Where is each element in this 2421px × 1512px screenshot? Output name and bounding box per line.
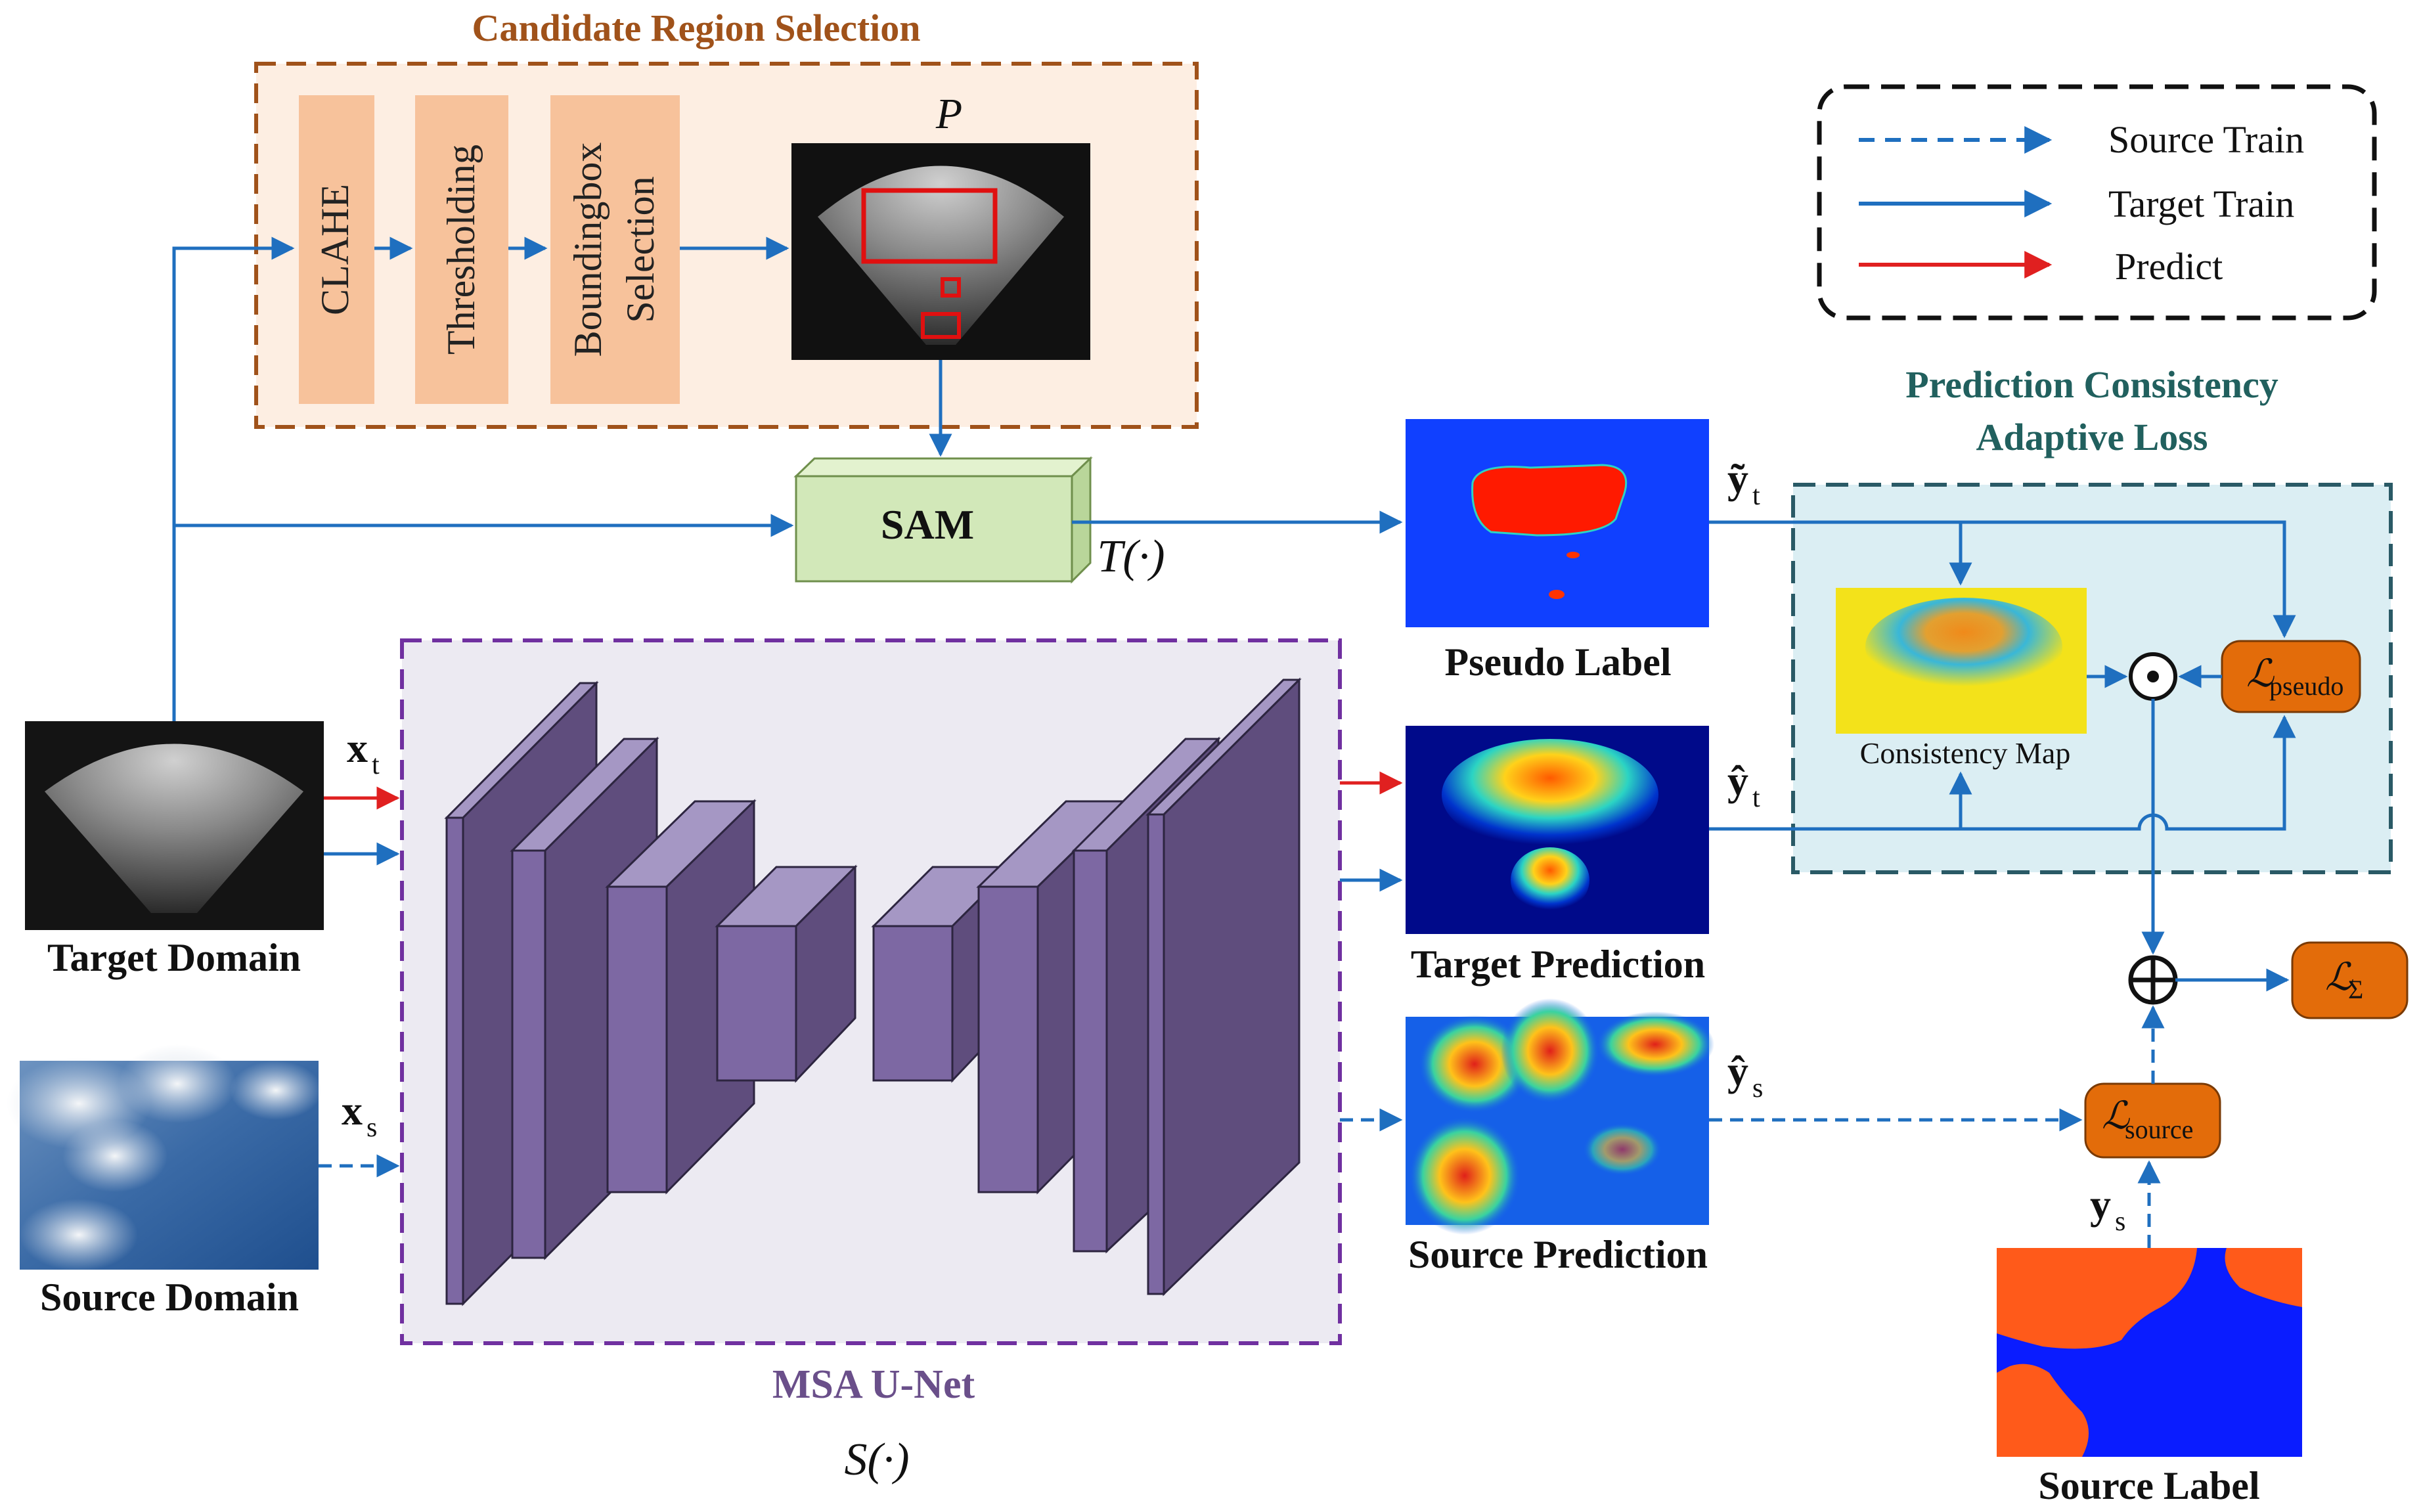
loss-total: ℒ Σ: [2291, 941, 2409, 1019]
loss-pseudo-symbol: ℒ: [2246, 652, 2275, 695]
source-heat-blob: [1501, 998, 1599, 1103]
sum-operator: [2128, 955, 2178, 1005]
yt-hat-var: ŷ: [1727, 757, 1748, 804]
sam-front-face: [795, 475, 1073, 583]
boundingbox-selection-block: [550, 95, 680, 404]
arrow-pseudo-to-lpseudo: [1709, 520, 2296, 638]
pseudo-label: Pseudo Label ỹ t: [1406, 419, 1760, 684]
sam-side-face: [1071, 456, 1092, 584]
sam-block: SAM T(·): [793, 456, 1165, 584]
ys-hat-var: ŷ: [1727, 1048, 1748, 1094]
sam-function-label: T(·): [1097, 531, 1165, 582]
consistency-title-line2: Adaptive Loss: [1976, 416, 2208, 458]
source-domain-label: Source Domain: [40, 1276, 299, 1319]
decoder-block-4: [1145, 677, 1302, 1297]
yt-tilde-var: ỹ: [1727, 455, 1748, 502]
encoder-block-4: [715, 864, 858, 1083]
loss-pseudo-sub: pseudo: [2269, 671, 2343, 701]
source-heat-blob: [1583, 1123, 1662, 1176]
selection-label: Selection: [619, 176, 662, 322]
ultrasound-fan: [818, 166, 1064, 345]
boundingbox-label: Boundingbox: [566, 143, 610, 357]
candidate-region-title: Candidate Region Selection: [472, 7, 920, 49]
pseudo-speck: [1566, 552, 1580, 558]
candidate-region-selection: Candidate Region Selection CLAHE Thresho…: [254, 7, 1199, 429]
source-label-region: [2225, 1248, 2302, 1307]
hadamard-dot: [2147, 671, 2159, 682]
xt-var: x: [347, 724, 368, 771]
thresholding-label: Thresholding: [439, 145, 483, 355]
source-heat-blob: [1409, 1117, 1521, 1235]
xt-sub: t: [372, 750, 380, 780]
loss-total-box: [2291, 941, 2409, 1019]
connectors: [172, 236, 2296, 1248]
target-ultrasound-fan: [45, 744, 303, 913]
candidate-image-p: [791, 143, 1090, 360]
pseudo-speck: [1549, 590, 1565, 599]
sam-top-face: [793, 457, 1093, 478]
legend-target-train: Target Train: [2108, 183, 2294, 225]
target-heat-region: [1442, 739, 1658, 851]
cloud: [118, 1044, 236, 1123]
source-heat-blob: [1596, 1012, 1714, 1077]
source-label: Source Label y s: [1997, 1181, 2302, 1507]
ys-hat-sub: s: [1752, 1073, 1763, 1103]
msa-unet: MSA U-Net S(·): [400, 638, 1342, 1485]
loss-total-sub: Σ: [2348, 975, 2363, 1004]
source-label-region: [1997, 1248, 2197, 1349]
yt-tilde-sub: t: [1752, 481, 1760, 511]
target-prediction: Target Prediction ŷ t: [1406, 726, 1760, 986]
cloud: [62, 1120, 167, 1192]
target-domain-label: Target Domain: [47, 936, 301, 979]
pseudo-label-text: Pseudo Label: [1444, 640, 1671, 684]
consistency-map-region: [1865, 598, 2062, 696]
source-prediction-label: Source Prediction: [1408, 1233, 1708, 1276]
loss-source-sub: source: [2125, 1115, 2193, 1144]
loss-source-symbol: ℒ: [2102, 1094, 2130, 1137]
target-domain: Target Domain x t: [25, 721, 380, 979]
image-p-label: P: [935, 90, 962, 138]
consistency-map-label: Consistency Map: [1860, 736, 2071, 770]
pseudo-region: [1471, 464, 1628, 537]
xs-sub: s: [366, 1113, 377, 1143]
bbox-small: [941, 277, 961, 298]
bbox-bottom: [921, 312, 961, 339]
cloud: [230, 1061, 322, 1120]
consistency-title-line1: Prediction Consistency: [1905, 363, 2278, 406]
source-label-text: Source Label: [2038, 1464, 2259, 1507]
xs-var: x: [342, 1087, 363, 1134]
ys-sub: s: [2115, 1207, 2125, 1237]
cloud: [20, 1199, 138, 1271]
legend-predict: Predict: [2115, 245, 2223, 288]
legend-box: [1817, 84, 2377, 321]
target-heat-tail: [1511, 847, 1589, 913]
loss-total-symbol: ℒ: [2325, 956, 2353, 998]
arrow-target-to-clahe: [172, 236, 295, 721]
source-label-region: [1997, 1364, 2089, 1457]
source-domain: Source Domain x s: [7, 1044, 377, 1319]
legend: Source Train Target Train Predict: [1817, 84, 2377, 321]
sam-label: SAM: [881, 501, 974, 548]
clahe-block: [299, 95, 374, 404]
thresholding-block: [415, 95, 508, 404]
yt-hat-sub: t: [1752, 783, 1760, 813]
encoder-block-3: [605, 799, 757, 1195]
clahe-label: CLAHE: [313, 184, 357, 315]
unet-title: MSA U-Net: [772, 1362, 975, 1407]
prediction-consistency-loss: Prediction Consistency Adaptive Loss Con…: [1791, 363, 2393, 874]
bbox-large: [861, 188, 998, 264]
unet-function-label: S(·): [844, 1434, 909, 1485]
ys-var: y: [2090, 1181, 2111, 1228]
loss-source: ℒ source: [2084, 1082, 2221, 1159]
legend-source-train: Source Train: [2108, 118, 2304, 161]
target-prediction-label: Target Prediction: [1411, 943, 1705, 986]
source-prediction: Source Prediction ŷ s: [1406, 998, 1763, 1276]
